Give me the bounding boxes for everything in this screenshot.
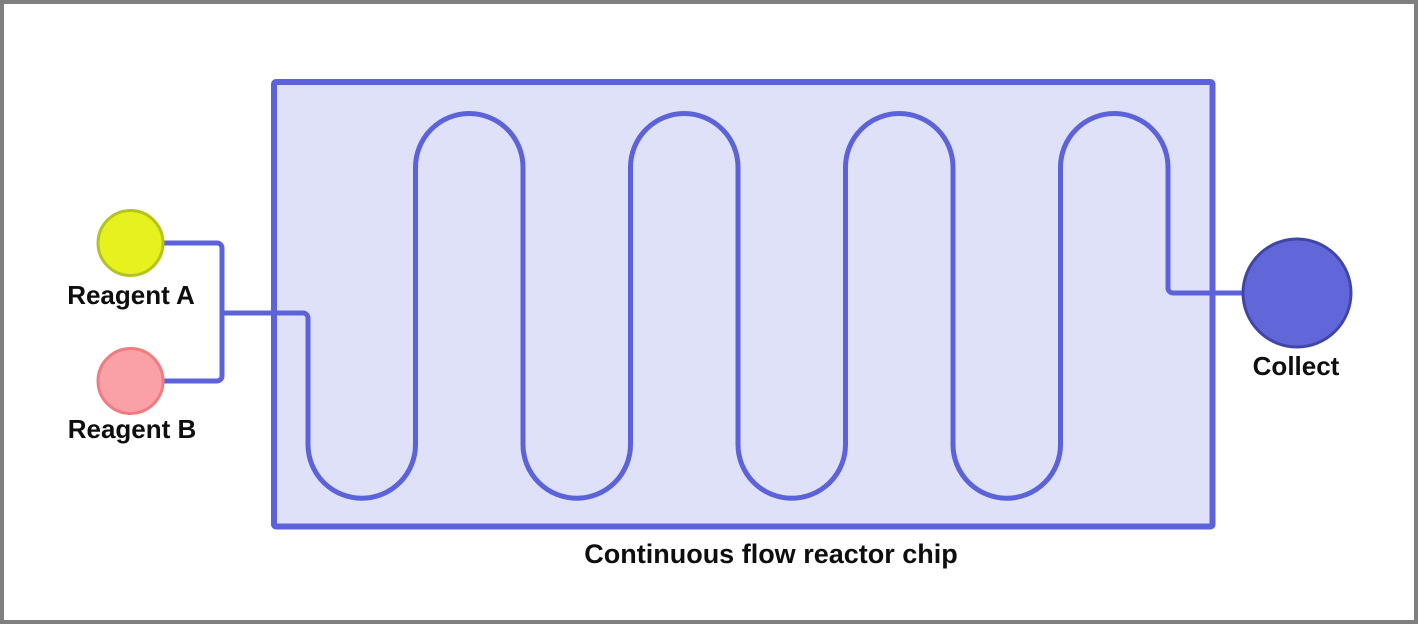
reactor-chip-body	[271, 79, 1216, 530]
collect-node	[1241, 237, 1353, 349]
reagent-a-node	[96, 209, 165, 277]
reagent-b-label: Reagent B	[68, 414, 197, 444]
reagent-b-node	[96, 347, 165, 415]
chip-caption: Continuous flow reactor chip	[584, 539, 958, 569]
reagent-a-tubing	[162, 240, 225, 313]
reagent-a-label: Reagent A	[67, 280, 195, 310]
flow-reactor-diagram: Reagent A Reagent B Collect Continuous f…	[67, 79, 1353, 569]
serpentine-channel	[222, 111, 1243, 501]
reagent-b-tubing	[162, 313, 225, 384]
collect-label: Collect	[1253, 351, 1340, 381]
